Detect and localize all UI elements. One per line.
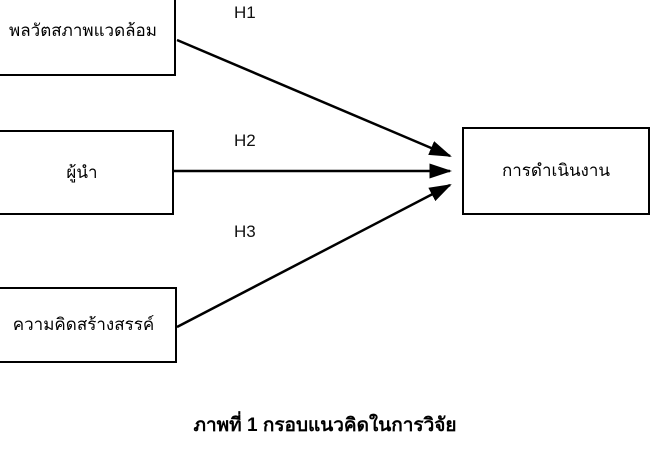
box-creativity-label: ความคิดสร้างสรรค์	[12, 315, 155, 335]
box-leader: ผู้นำ	[0, 130, 174, 215]
box-environment-dynamics: พลวัตสภาพแวดล้อม	[0, 0, 176, 76]
hypothesis-label-h1: H1	[234, 3, 256, 22]
box-leader-label: ผู้นำ	[66, 162, 98, 182]
hypothesis-label-h2: H2	[234, 131, 256, 150]
arrow-h1	[176, 38, 452, 158]
hypothesis-label-h3: H3	[234, 222, 256, 241]
box-performance-label: การดำเนินงาน	[501, 161, 611, 181]
arrow-h3	[176, 183, 452, 329]
box-performance: การดำเนินงาน	[462, 127, 650, 215]
figure-caption: ภาพที่ 1 กรอบแนวคิดในการวิจัย	[193, 415, 457, 436]
box-creativity: ความคิดสร้างสรรค์	[0, 287, 177, 363]
box-environment-dynamics-label: พลวัตสภาพแวดล้อม	[9, 21, 157, 41]
